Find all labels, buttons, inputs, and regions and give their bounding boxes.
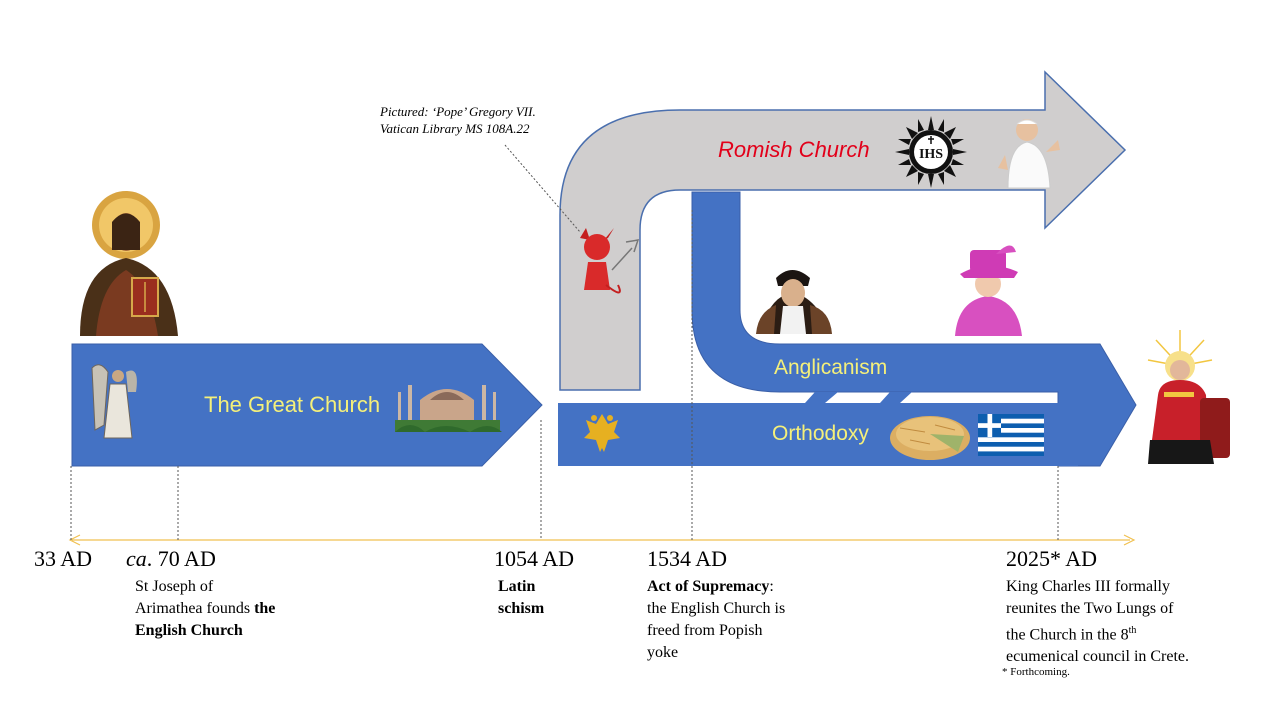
- event-1054-line-1: Latin: [498, 576, 544, 598]
- greek-flag-icon: [978, 414, 1044, 456]
- caption-pointer: [504, 144, 581, 233]
- event-70-line-1: St Joseph of: [135, 578, 214, 595]
- year-70: ca. 70 AD: [126, 546, 216, 572]
- devil-icon: [580, 228, 640, 294]
- event-1054-line-2-text: schism: [498, 600, 545, 617]
- timeline-axis-arrowhead-left: [68, 534, 81, 546]
- event-1534-colon: :: [769, 578, 774, 595]
- anglican-orthodox-connector-1: [805, 392, 838, 403]
- romish-church-arrow: [559, 70, 1127, 391]
- event-70-line-2: Arimathea founds the: [135, 598, 275, 620]
- event-2025-line-1: King Charles III formally: [1006, 578, 1170, 595]
- event-1534: Act of Supremacy: the English Church is …: [647, 576, 785, 664]
- event-2025: King Charles III formally reunites the T…: [1006, 576, 1189, 668]
- event-1054: Latin schism: [498, 576, 544, 620]
- event-1534-line-3: freed from Popish: [647, 622, 763, 639]
- spanakopita-pie-icon: [890, 416, 970, 460]
- event-1534-line-2: the English Church is: [647, 600, 786, 617]
- event-2025-line-3-sup: th: [1128, 625, 1137, 636]
- event-1054-line-2: schism: [498, 598, 544, 620]
- anglicanism-label: Anglicanism: [774, 356, 888, 379]
- guide-lines: [70, 144, 1059, 540]
- footnote: * Forthcoming.: [1002, 666, 1070, 678]
- year-33: 33 AD: [34, 546, 93, 571]
- year-2025: 2025* AD: [1006, 546, 1098, 571]
- event-1534-line-4: yoke: [647, 644, 679, 661]
- event-1054-line-1-text: Latin: [498, 578, 536, 595]
- image-caption: Pictured: ‘Pope’ Gregory VII. Vatican Li…: [380, 103, 536, 137]
- event-1534-line-1: Act of Supremacy:: [647, 576, 785, 598]
- event-70-line-3: English Church: [135, 620, 275, 642]
- caption-line-2: Vatican Library MS 108A.22: [380, 121, 530, 136]
- jesuit-ihs-sunburst-icon: IHS: [895, 116, 967, 188]
- hagia-sophia-icon: [395, 385, 502, 432]
- event-2025-line-4: ecumenical council in Crete.: [1006, 648, 1190, 666]
- event-2025-line-3: the Church in the 8th: [1006, 620, 1189, 646]
- year-1054: 1054 AD: [494, 546, 575, 571]
- timeline-axis-arrowhead-right: [1123, 534, 1136, 546]
- event-2025-line-3a: the Church in the 8: [1006, 626, 1129, 644]
- double-headed-eagle-icon: [584, 414, 620, 452]
- event-2025-line-2: reunites the Two Lungs of: [1006, 600, 1174, 617]
- great-church-arrow: [71, 343, 543, 467]
- event-70-line-2b: the: [254, 600, 276, 617]
- queen-elizabeth-icon: [955, 245, 1022, 336]
- orthodoxy-label: Orthodoxy: [772, 422, 869, 445]
- romish-church-label: Romish Church: [718, 137, 870, 162]
- angel-icon: [91, 364, 137, 439]
- event-70-line-3-text: English Church: [135, 622, 243, 639]
- caption-line-1: Pictured: ‘Pope’ Gregory VII.: [380, 104, 536, 119]
- year-70-prefix: ca: [126, 546, 147, 571]
- great-church-label: The Great Church: [204, 392, 381, 417]
- pope-francis-icon: [998, 119, 1060, 189]
- anglican-orthodox-connector-2: [880, 392, 912, 403]
- event-1534-bold: Act of Supremacy: [647, 578, 770, 595]
- cranmer-portrait-icon: [756, 270, 832, 334]
- event-70: St Joseph of Arimathea founds the Englis…: [135, 576, 275, 642]
- year-1534: 1534 AD: [647, 546, 728, 571]
- christ-pantocrator-icon: [80, 191, 178, 336]
- event-70-line-2a: Arimathea founds: [135, 600, 255, 617]
- king-charles-icon: [1147, 330, 1230, 464]
- svg-text:IHS: IHS: [919, 147, 943, 162]
- year-70-suffix: . 70 AD: [146, 546, 216, 571]
